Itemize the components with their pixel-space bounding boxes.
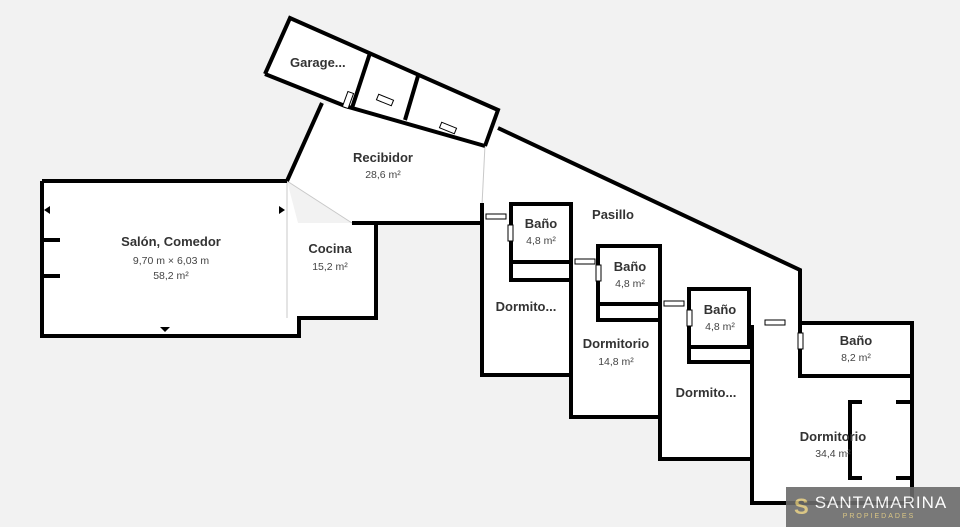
room-recibidor-area: 28,6 m² — [365, 169, 401, 181]
room-labels: Garage... Recibidor 28,6 m² Salón, Comed… — [121, 55, 872, 460]
room-bano1-name: Baño — [525, 216, 558, 231]
room-dormitorio2-name: Dormitorio — [583, 336, 650, 351]
santamarina-logo: S SANTAMARINA PROPIEDADES — [786, 487, 960, 527]
room-bano1-area: 4,8 m² — [526, 235, 556, 247]
room-bano4-name: Baño — [840, 333, 873, 348]
room-garage-name: Garage... — [290, 55, 346, 70]
room-salon-name: Salón, Comedor — [121, 234, 221, 249]
room-cocina-area: 15,2 m² — [312, 261, 348, 273]
room-bano4-area: 8,2 m² — [841, 352, 871, 364]
room-recibidor-name: Recibidor — [353, 150, 413, 165]
dimension-markers — [44, 206, 285, 332]
room-dormitorio2-area: 14,8 m² — [598, 356, 634, 368]
room-dormitorio4-name: Dormitorio — [800, 429, 867, 444]
logo-tagline: PROPIEDADES — [842, 513, 916, 520]
logo-text: SANTAMARINA PROPIEDADES — [815, 494, 948, 520]
room-salon-dims: 9,70 m × 6,03 m — [133, 255, 209, 267]
logo-mark: S — [794, 494, 809, 519]
room-bano3-area: 4,8 m² — [705, 321, 735, 333]
room-dormitorio3-name: Dormito... — [676, 385, 737, 400]
room-pasillo-name: Pasillo — [592, 207, 634, 222]
room-bano3-name: Baño — [704, 302, 737, 317]
room-cocina-name: Cocina — [308, 241, 352, 256]
thin-lines — [286, 144, 486, 318]
logo-name: SANTAMARINA — [814, 493, 948, 512]
room-salon-area: 58,2 m² — [153, 270, 189, 282]
room-dormitorio4-area: 34,4 m² — [815, 448, 851, 460]
room-bano2-name: Baño — [614, 259, 647, 274]
doors — [341, 90, 804, 350]
room-dormitorio1-name: Dormito... — [496, 299, 557, 314]
room-bano2-area: 4,8 m² — [615, 278, 645, 290]
